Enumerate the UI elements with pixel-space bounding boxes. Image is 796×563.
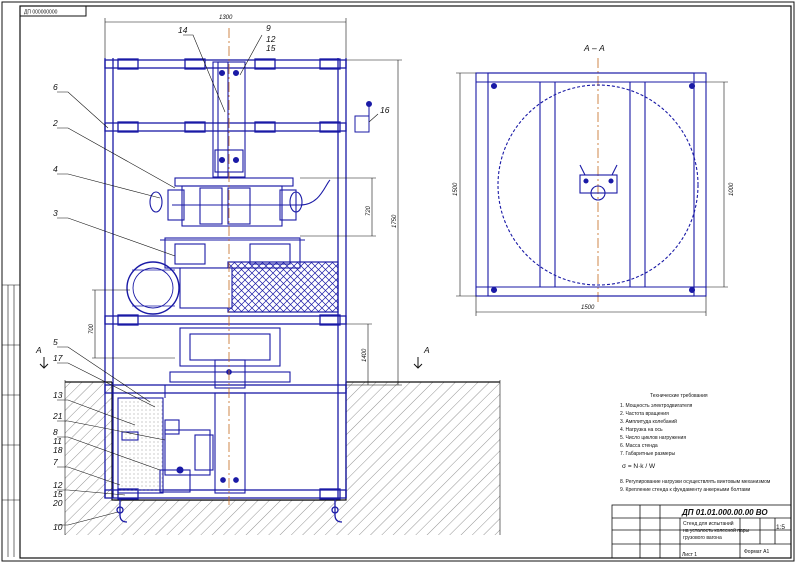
note-line-3: 3. Амплитуда колебаний [620,418,677,425]
stamp-scale: 1:5 [776,524,785,531]
loading-crosshead [149,177,331,227]
pos-10: 10 [53,522,63,532]
section-cut-marks [39,357,423,369]
stamp-sheet: Лист 1 [682,552,697,558]
pos-3: 3 [53,208,58,218]
section-dimensions [456,72,728,316]
dim-section-height: 1500 [453,182,459,196]
adjustment-handle [354,101,372,133]
wheelset [126,261,339,315]
dim-section-width: 1500 [581,305,595,311]
pos-16: 16 [380,105,390,115]
cut-mark-right: А [423,345,430,355]
technical-notes: Технические требования 1. Мощность элект… [620,393,771,493]
note-line-4: 4. Нагрузка на ось [620,427,663,433]
note-line-5: 5. Число циклов нагружения [620,435,686,441]
dim-top-width: 1300 [219,15,233,21]
dim-section-inner-height: 1000 [729,182,735,196]
stamp-name-line-2: на усталость колесной пары [683,527,750,534]
doc-code-box: ДП 000000000 [19,5,87,17]
pos-9: 9 [266,23,271,33]
note-line-6: 6. Масса стенда [620,443,658,449]
pos-6: 6 [53,82,58,92]
main-frame [104,58,347,500]
left-margin-strip [2,284,20,557]
dim-left-height: 700 [89,323,95,334]
pos-13: 13 [53,390,63,400]
stamp-format: Формат А1 [744,549,769,555]
note-footer-1: 8. Регулирование нагрузки осуществлять в… [620,479,771,485]
pos-17: 17 [53,353,63,363]
notes-title: Технические требования [650,393,708,399]
cut-mark-left: А [35,345,42,355]
note-line-7: 7. Габаритные размеры [620,451,675,457]
note-line-1: 1. Мощность электродвигателя [620,403,693,409]
doc-code: ДП 000000000 [24,10,58,16]
dim-overall-height: 1750 [392,214,398,228]
dimension-lines [92,18,402,386]
pos-2: 2 [52,118,58,128]
drawing-frame [19,5,792,559]
pos-5: 5 [53,337,58,347]
leader-lines [57,34,379,526]
lower-bearing-pedestal [169,327,291,494]
note-formula: σ = N·k / W [622,463,656,470]
drive-motor [117,384,214,494]
pos-12-lower: 12 [53,480,63,490]
pos-4: 4 [53,164,58,174]
pos-14: 14 [178,25,188,35]
centerlines [228,28,599,505]
pos-12-upper: 12 [266,34,276,44]
stamp-name-line-1: Стенд для испытаний [683,520,734,527]
title-block [611,504,792,559]
pos-11: 11 [53,436,62,446]
anchor-bolts [116,498,343,523]
pos-21: 21 [52,411,63,421]
dim-mid-height: 720 [366,205,372,216]
stamp-code: ДП 01.01.000.00.00 ВО [681,508,768,517]
pos-15-lower: 15 [53,489,63,499]
note-line-2: 2. Частота вращения [620,411,669,417]
pos-15-upper: 15 [266,43,276,53]
pos-18: 18 [53,445,63,455]
pos-8: 8 [53,427,58,437]
dim-lower-height: 1400 [362,348,368,362]
section-title: А – А [583,43,605,53]
pos-7: 7 [53,457,58,467]
section-view [475,72,707,297]
stamp-name-line-3: грузового вагона [683,535,722,541]
pos-20: 20 [52,498,63,508]
note-footer-2: 9. Крепление стенда к фундаменту анкерны… [620,487,751,493]
